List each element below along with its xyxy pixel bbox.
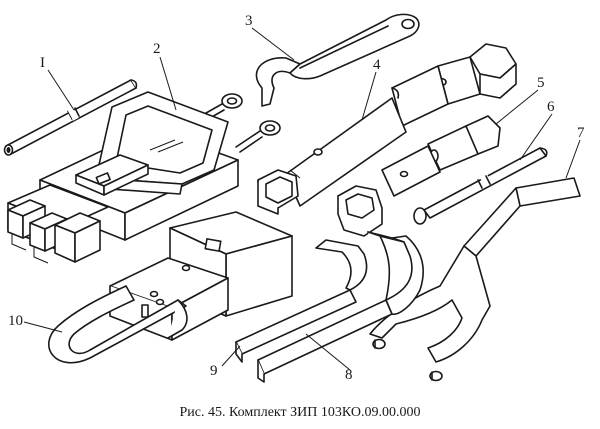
leader-9 xyxy=(221,345,241,367)
figure-caption: Рис. 45. Комплект ЗИП 103КО.09.00.000 xyxy=(179,405,421,420)
label-3: 3 xyxy=(245,13,253,29)
leader-lines xyxy=(23,27,581,371)
part-8-hex-key-large xyxy=(257,231,424,383)
part-5-double-socket xyxy=(337,115,501,237)
label-6: 6 xyxy=(547,99,555,115)
leader-5 xyxy=(495,89,539,125)
leader-8 xyxy=(305,333,351,371)
leader-10 xyxy=(23,321,63,333)
leader-4 xyxy=(361,71,377,121)
label-9: 9 xyxy=(210,363,218,379)
label-7: 7 xyxy=(577,125,585,141)
label-8: 8 xyxy=(345,367,353,383)
label-10: 10 xyxy=(8,313,23,329)
part-4-socket-wrench xyxy=(257,43,517,215)
label-2: 2 xyxy=(153,41,161,57)
part-10-clamp xyxy=(48,211,293,364)
part-7-pin-spanner xyxy=(369,177,581,382)
label-1: I xyxy=(40,55,45,71)
part-6-pin xyxy=(413,147,548,225)
leader-2 xyxy=(159,56,177,111)
label-4: 4 xyxy=(373,57,381,73)
part-9-hex-key-small xyxy=(235,239,368,363)
leader-3 xyxy=(251,27,295,61)
label-5: 5 xyxy=(537,75,545,91)
leader-1 xyxy=(47,69,75,111)
part-1-rod xyxy=(3,79,138,156)
part-2-lock xyxy=(7,91,281,264)
leader-6 xyxy=(519,113,553,161)
part-3-hook-spanner xyxy=(255,13,420,107)
leader-7 xyxy=(565,139,581,179)
